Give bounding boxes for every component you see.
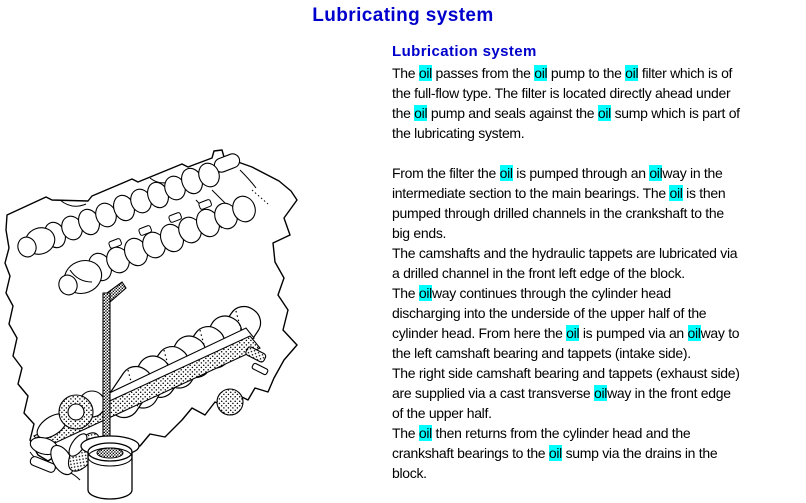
- text-line: are supplied via a cast transverse oilwa…: [392, 385, 731, 401]
- text-line: cylinder head. From here the oil is pump…: [392, 325, 740, 341]
- page-title: Lubricating system: [312, 5, 494, 26]
- section-heading: Lubrication system: [392, 43, 537, 60]
- oil-filter: [81, 436, 139, 499]
- text-line: the oil pump and seals against the oil s…: [392, 105, 740, 121]
- oil-highlight: oil: [534, 65, 548, 81]
- oil-pipe: [103, 282, 126, 472]
- text-line: The right side camshaft bearing and tapp…: [392, 365, 740, 381]
- engine-cutaway-diagram: [0, 130, 380, 503]
- text-line: From the filter the oil is pumped throug…: [392, 165, 723, 181]
- text-line: big ends.: [392, 225, 447, 241]
- text-line: discharging into the underside of the up…: [392, 305, 707, 321]
- oil-highlight: oil: [649, 165, 663, 181]
- oil-highlight: oil: [548, 445, 562, 461]
- body-text: The oil passes from the oil pump to the …: [392, 63, 804, 483]
- oil-highlight: oil: [418, 425, 432, 441]
- text-line: block.: [392, 465, 427, 481]
- oil-highlight: oil: [625, 65, 639, 81]
- oil-highlight: oil: [418, 285, 432, 301]
- text-line: The camshafts and the hydraulic tappets …: [392, 245, 738, 261]
- engine-cutaway-figure: [0, 130, 380, 503]
- text-line: [392, 143, 804, 163]
- oil-highlight: oil: [593, 385, 608, 401]
- text-line: the left camshaft bearing and tappets (i…: [392, 345, 691, 361]
- oil-highlight: oil: [597, 105, 611, 121]
- text-line: pumped through drilled channels in the c…: [392, 205, 724, 221]
- oil-highlight: oil: [669, 185, 683, 201]
- text-line: crankshaft bearings to the oil sump via …: [392, 445, 718, 461]
- text-line: the full-flow type. The filter is locate…: [392, 85, 731, 101]
- text-line: the lubricating system.: [392, 125, 525, 141]
- oil-highlight: oil: [418, 65, 432, 81]
- text-line: The oil then returns from the cylinder h…: [392, 425, 691, 441]
- oil-highlight: oil: [414, 105, 428, 121]
- oil-highlight: oil: [687, 325, 701, 341]
- text-line: of the upper half.: [392, 405, 492, 421]
- text-line: a drilled channel in the front left edge…: [392, 265, 685, 281]
- text-line: The oilway continues through the cylinde…: [392, 285, 671, 301]
- camshaft-intake: [15, 152, 242, 260]
- text-line: The oil passes from the oil pump to the …: [392, 65, 733, 81]
- article-text: Lubrication system The oil passes from t…: [392, 42, 804, 483]
- oil-highlight: oil: [566, 325, 580, 341]
- camshaft-exhaust: [56, 193, 259, 299]
- text-line: intermediate section to the main bearing…: [392, 185, 726, 201]
- oil-highlight: oil: [499, 165, 513, 181]
